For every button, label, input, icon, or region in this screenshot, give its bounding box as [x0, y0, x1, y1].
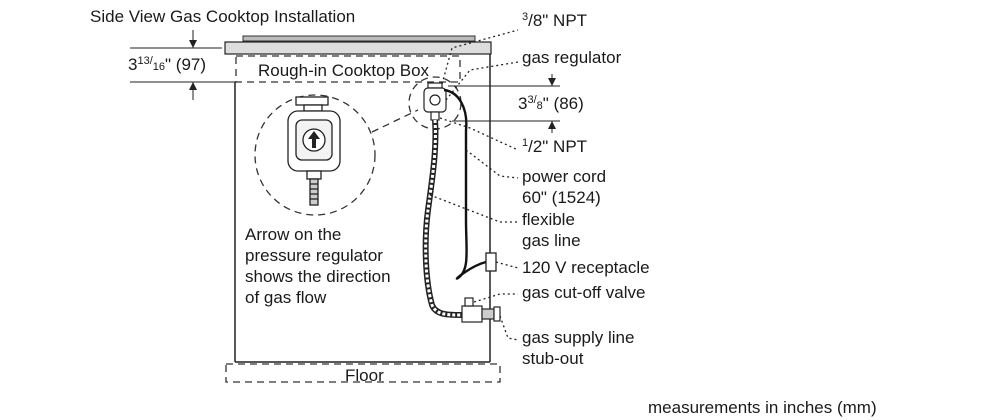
svg-text:Arrow on the: Arrow on the	[245, 225, 341, 244]
label-supply-line: gas supply line	[522, 328, 634, 347]
label-gas-regulator: gas regulator	[522, 48, 622, 67]
label-1-2-npt: 1/2" NPT	[522, 137, 587, 156]
label-cutoff-valve: gas cut-off valve	[522, 283, 645, 302]
flexible-gas-line	[422, 119, 463, 318]
cooktop-top	[224, 35, 492, 55]
label-power-cord: power cord	[522, 167, 606, 186]
label-stub-out: stub-out	[522, 349, 584, 368]
svg-text:of gas flow: of gas flow	[245, 288, 327, 307]
label-receptacle: 120 V receptacle	[522, 258, 650, 277]
gas-regulator	[423, 82, 447, 121]
label-3-8-npt: 3/8" NPT	[522, 11, 587, 30]
label-power-cord-length: 60" (1524)	[522, 188, 601, 207]
measurement-note: measurements in inches (mm)	[648, 398, 877, 417]
regulator-drop-dimension: 33/8" (86)	[448, 74, 584, 133]
receptacle	[485, 252, 497, 272]
regulator-note: Arrow on the pressure regulator shows th…	[245, 225, 391, 307]
floor	[225, 363, 501, 383]
floor-label: Floor	[345, 366, 384, 385]
top-gap-dimension: 313/16" (97)	[128, 30, 236, 100]
leader-supply-line	[499, 315, 519, 341]
svg-text:33/8" (86): 33/8" (86)	[518, 94, 584, 113]
diagram-title: Side View Gas Cooktop Installation	[90, 7, 355, 26]
leader-cutoff-valve	[473, 293, 518, 303]
gas-cutoff-valve	[461, 297, 501, 323]
leader-receptacle	[495, 261, 519, 269]
svg-text:313/16" (97): 313/16" (97)	[128, 55, 206, 74]
power-cord	[443, 88, 487, 280]
regulator-detail	[287, 96, 341, 206]
leader-flexible-gas-line	[429, 194, 518, 223]
regulator-detail-circle	[254, 94, 376, 216]
svg-text:shows the direction: shows the direction	[245, 267, 391, 286]
rough-in-box-label: Rough-in Cooktop Box	[258, 61, 430, 80]
leader-1-2-npt	[439, 117, 519, 151]
leader-gas-regulator	[445, 61, 519, 101]
rough-in-box	[235, 55, 461, 83]
svg-text:pressure regulator: pressure regulator	[245, 246, 383, 265]
detail-callout-line	[371, 109, 419, 133]
leader-power-cord	[465, 149, 519, 179]
label-gas-line: gas line	[522, 231, 581, 250]
label-flexible: flexible	[522, 210, 575, 229]
